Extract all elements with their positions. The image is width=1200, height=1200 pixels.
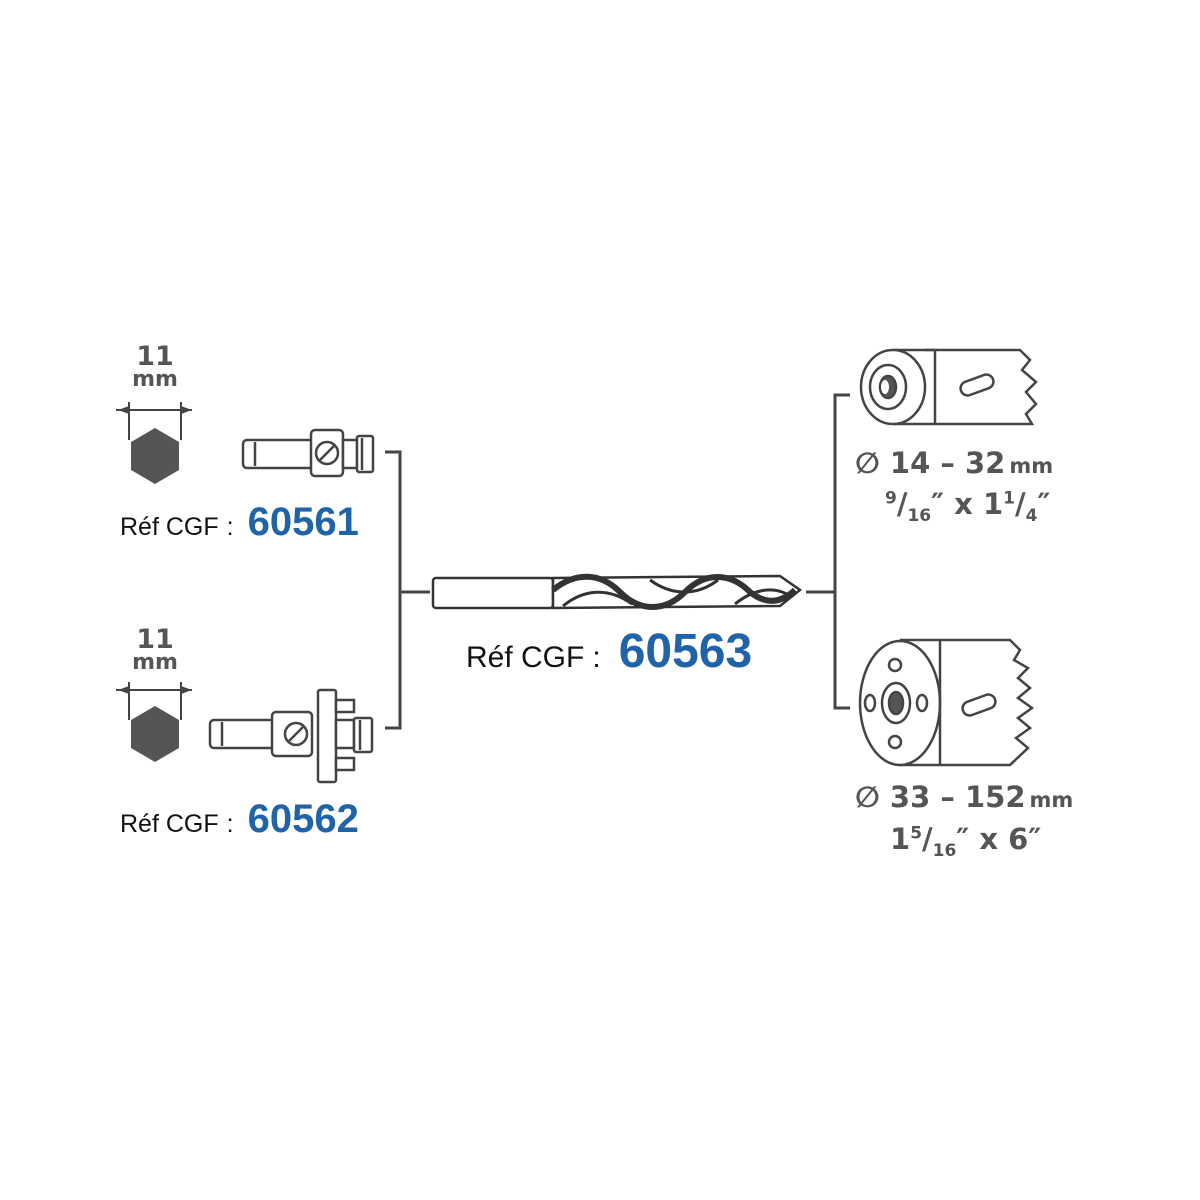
hole-saw-large-imperial: 15/16″ x 6″	[890, 822, 1042, 861]
ref-code: 60563	[618, 625, 753, 678]
ref-colon: :	[226, 513, 234, 541]
diameter-range: ∅ 14 – 32	[855, 446, 1006, 480]
fraction-denominator: 16	[932, 840, 957, 861]
hex-size-unit: mm	[132, 367, 178, 392]
diameter-range: ∅ 33 – 152	[855, 780, 1026, 814]
connector-bracket-left	[385, 450, 430, 730]
ref-label-60561: Réf CGF : 60561	[120, 500, 359, 545]
ref-label-60562: Réf CGF : 60562	[120, 797, 359, 842]
arbor-small-icon	[241, 428, 375, 478]
ref-code: 60561	[247, 500, 359, 544]
metric-unit: mm	[1009, 454, 1054, 478]
hole-saw-small-icon	[859, 348, 1038, 426]
imperial-mid: ″ x 1	[931, 487, 1004, 521]
fraction-numerator: 5	[910, 823, 923, 844]
fraction-whole: 1	[890, 822, 911, 856]
ref-prefix: Réf CGF	[120, 810, 219, 838]
fraction-denominator: 16	[907, 505, 932, 526]
drill-bit-icon	[431, 573, 803, 610]
connector-bracket-right	[806, 393, 850, 710]
hex-size-value: 11	[136, 341, 174, 372]
imperial-end: ″	[1037, 487, 1051, 521]
metric-unit: mm	[1029, 788, 1074, 812]
ref-code: 60562	[247, 797, 359, 841]
ref-colon: :	[592, 641, 601, 674]
hole-saw-large-icon	[858, 638, 1035, 767]
fraction-numerator: 1	[1003, 488, 1015, 509]
hex-size-label: 11 mm	[115, 343, 195, 392]
arbor-large-icon	[208, 688, 374, 784]
hex-size-unit: mm	[132, 650, 178, 675]
hex-size-label: 11 mm	[115, 626, 195, 675]
ref-prefix: Réf CGF	[466, 641, 585, 674]
ref-prefix: Réf CGF	[120, 513, 219, 541]
imperial-end: ″ x 6″	[956, 822, 1042, 856]
ref-label-60563: Réf CGF : 60563	[466, 624, 752, 679]
hex-shank-icon	[116, 682, 192, 762]
hole-saw-small-imperial: 9/16″ x 11/4″	[885, 487, 1051, 526]
fraction-denominator: 4	[1025, 505, 1038, 526]
hex-size-value: 11	[136, 624, 174, 655]
fraction-numerator: 9	[885, 488, 897, 509]
hex-shank-icon	[116, 402, 192, 484]
ref-colon: :	[226, 810, 234, 838]
